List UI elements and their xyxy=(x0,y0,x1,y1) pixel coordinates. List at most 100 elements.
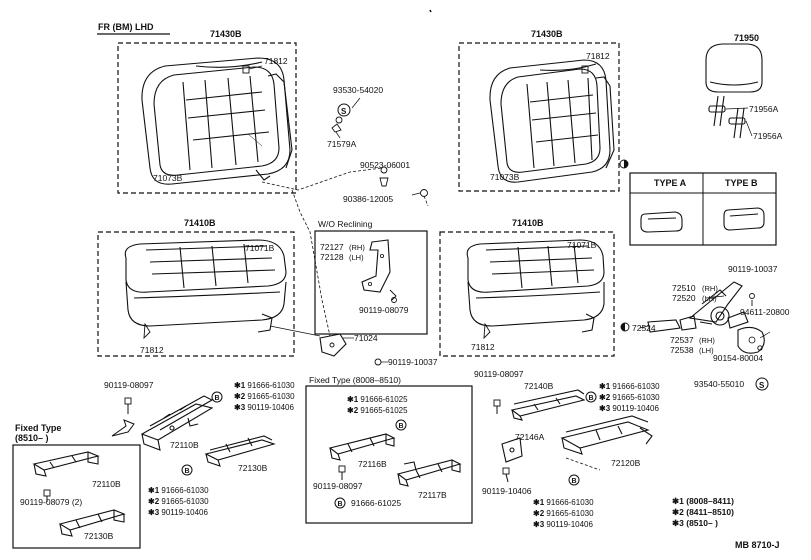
label-90119-08097-b: 90119-08097 xyxy=(313,481,363,491)
label-90119-08097-c: 90119-08097 xyxy=(474,369,524,379)
bolt-90119-08079-2 xyxy=(43,489,51,497)
svg-text:B: B xyxy=(185,468,190,475)
label-72520-side: (LH) xyxy=(702,294,717,303)
label-71950: 71950 xyxy=(734,33,760,43)
track-72130b-main xyxy=(204,435,276,467)
legend-line: ✱3 (8510– ) xyxy=(672,518,734,529)
star-mark: ✱1 xyxy=(234,381,246,390)
legend-line: ✱1 (8008–8411) xyxy=(672,496,734,507)
cover-94611 xyxy=(737,326,765,354)
star-line: ✱3 90119-10406 xyxy=(148,507,209,518)
svg-text:B: B xyxy=(572,478,577,485)
bolt-90386 xyxy=(420,189,428,197)
label-90119-08079: 90119-08079 xyxy=(359,305,409,315)
label-type-a: TYPE A xyxy=(654,178,687,188)
legend-range: (8411–8510) xyxy=(686,507,734,517)
star-part: 91666-61030 xyxy=(247,381,295,390)
label-72120b: 72120B xyxy=(611,458,641,468)
track-72130b-fixed xyxy=(58,509,126,537)
star-part: 91665-61025 xyxy=(360,406,408,415)
star-mark: ✱2 xyxy=(599,393,611,402)
star-mark: ✱1 xyxy=(347,395,359,404)
label-71956a-2: 71956A xyxy=(753,131,783,141)
label-91666-61025-c: 91666-61025 xyxy=(351,498,402,508)
label-72538-side: (LH) xyxy=(699,346,714,355)
star-group-3: ✱1 91666-61030 ✱2 91665-61030 ✱3 90119-1… xyxy=(599,381,660,414)
track-72117b xyxy=(396,459,462,487)
star-part: 91665-61030 xyxy=(612,393,660,402)
svg-text:B: B xyxy=(215,395,220,402)
bolt-90119-10406 xyxy=(502,467,510,475)
track-72140b xyxy=(510,389,586,421)
star-line: ✱2 91665-61030 xyxy=(599,392,660,403)
label-71956a-1: 71956A xyxy=(749,104,779,114)
label-72128-side: (LH) xyxy=(349,253,364,262)
label-90119-08079-2: 90119-08079 (2) xyxy=(20,497,83,507)
star-mark: ✱3 xyxy=(599,404,611,413)
label-wo-reclining: W/O Reclining xyxy=(318,219,373,229)
star-line: ✱1 91666-61030 xyxy=(533,497,594,508)
star-part: 91665-61030 xyxy=(546,509,594,518)
label-72127: 72127 xyxy=(320,242,344,252)
star-part: 91665-61030 xyxy=(247,392,295,401)
b-callout-3 xyxy=(395,419,407,431)
star-mark: ✱1 xyxy=(533,498,545,507)
track-72110b-fixed xyxy=(32,451,100,477)
star-group-2: ✱1 91666-61025 ✱2 91665-61025 xyxy=(347,394,408,416)
bolt-90119-08097-a xyxy=(124,397,132,405)
star-mark: ✱3 xyxy=(148,508,160,517)
cushion-left xyxy=(124,239,287,333)
label-72110b-a: 72110B xyxy=(170,440,199,450)
label-72116b: 72116B xyxy=(358,459,387,469)
bolt-90119-10037-b xyxy=(749,293,755,299)
seatback-frame-right xyxy=(458,42,620,192)
label-72520: 72520 xyxy=(672,293,696,303)
fixed-type-left-box xyxy=(12,444,141,549)
label-71410b-right: 71410B xyxy=(512,218,544,228)
fixed-type-mid-box xyxy=(305,385,473,524)
label-90386: 90386-12005 xyxy=(343,194,394,204)
wo-reclining-box xyxy=(314,230,428,335)
star-mark: ✱3 xyxy=(533,520,545,529)
legend-range: (8008–8411) xyxy=(686,496,734,506)
star-mark: ✱1 xyxy=(599,382,611,391)
label-71812-a: 71812 xyxy=(264,56,288,66)
star-line: ✱2 91665-61030 xyxy=(533,508,594,519)
label-72146a: 72146A xyxy=(515,432,545,442)
s-symbol-93540 xyxy=(755,377,769,391)
star-line: ✱1 91666-61025 xyxy=(347,394,408,405)
star-part: 90119-10406 xyxy=(612,404,659,413)
b-callout-5 xyxy=(568,474,580,486)
star-mark: ✱1 xyxy=(148,486,160,495)
star-part: 90119-10406 xyxy=(161,508,208,517)
label-71024: 71024 xyxy=(354,333,378,343)
label-90119-10037-b: 90119-10037 xyxy=(728,264,778,274)
svg-text:B: B xyxy=(589,395,594,402)
bracket-71024 xyxy=(319,333,347,357)
label-72140b: 72140B xyxy=(524,381,554,391)
diagram-title: FR (BM) LHD xyxy=(98,22,154,32)
label-72128: 72128 xyxy=(320,252,344,262)
seatback-frame-left xyxy=(117,42,297,194)
cushion-right xyxy=(466,239,605,333)
label-72537: 72537 xyxy=(670,335,694,345)
label-71410b-left: 71410B xyxy=(184,218,216,228)
star-group-1: ✱1 91666-61030 ✱2 91665-61030 ✱3 90119-1… xyxy=(234,380,295,413)
star-line: ✱3 90119-10406 xyxy=(234,402,295,413)
star-part: 91666-61025 xyxy=(360,395,408,404)
star-group-4: ✱1 91666-61030 ✱2 91665-61030 ✱3 90119-1… xyxy=(148,485,209,518)
svg-text:B: B xyxy=(399,423,404,430)
label-71073b-right: 71073B xyxy=(490,172,520,182)
label-fixed-type-left-range: (8510– ) xyxy=(15,433,49,443)
label-90119-10406: 90119-10406 xyxy=(482,486,532,496)
clip-71812-c xyxy=(143,322,151,340)
label-72510: 72510 xyxy=(672,283,696,293)
legend-line: ✱2 (8411–8510) xyxy=(672,507,734,518)
legend-range: (8510– ) xyxy=(686,518,718,528)
track-72120b xyxy=(560,415,653,455)
label-72537-side: (RH) xyxy=(699,336,715,345)
label-71430b-left: 71430B xyxy=(210,29,242,39)
bolt-90119-10037-a xyxy=(374,358,382,366)
label-71812-c: 71812 xyxy=(140,345,164,355)
